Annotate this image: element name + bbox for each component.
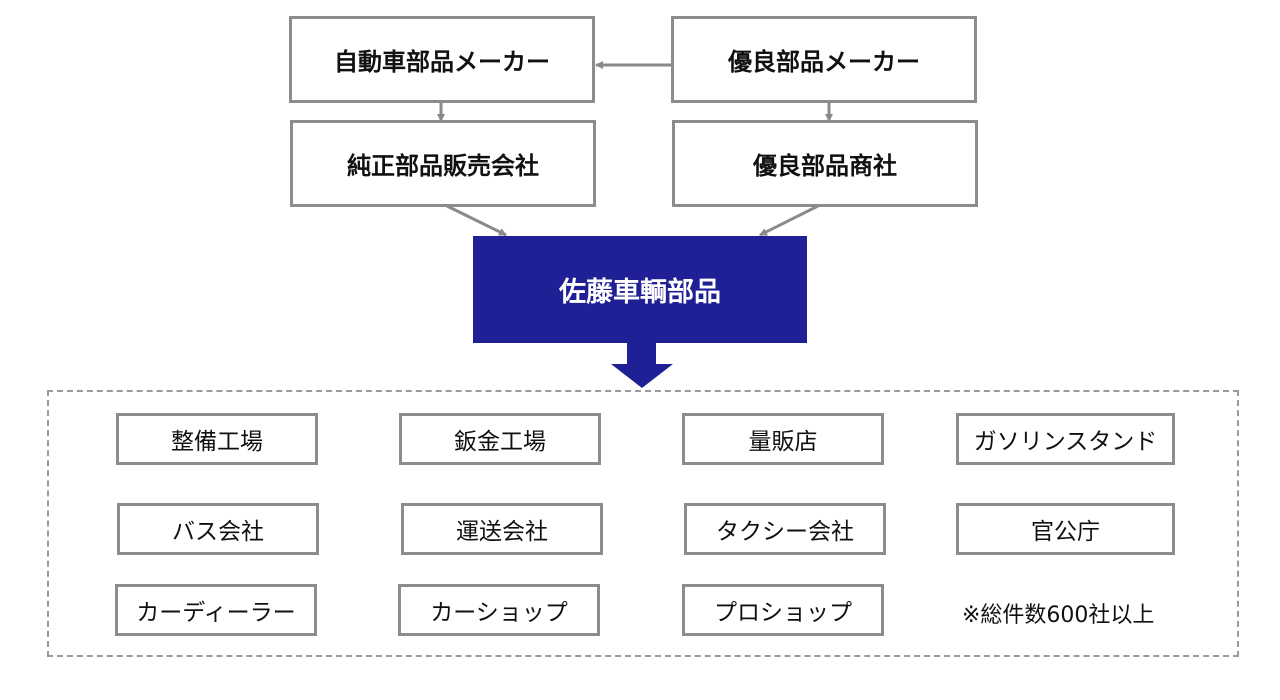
customer-box: 整備工場	[116, 413, 318, 465]
automaker-label: 自動車部品メーカー	[334, 48, 550, 76]
quality-maker-box: 優良部品メーカー	[671, 16, 977, 103]
customer-box: カーショップ	[398, 584, 600, 636]
customer-area	[47, 390, 1239, 657]
genuine-dealer-box: 純正部品販売会社	[290, 120, 596, 207]
quality-maker-label: 優良部品メーカー	[728, 48, 920, 76]
automaker-box: 自動車部品メーカー	[289, 16, 595, 103]
genuine-dealer-label: 純正部品販売会社	[347, 152, 539, 180]
customer-box: プロショップ	[682, 584, 884, 636]
customer-label: 量販店	[748, 429, 818, 455]
customer-label: 整備工場	[171, 429, 263, 455]
customer-box: タクシー会社	[684, 503, 886, 555]
customer-box: ガソリンスタンド	[956, 413, 1175, 465]
customer-box: カーディーラー	[115, 584, 317, 636]
customer-label: 官公庁	[1031, 519, 1100, 545]
customer-box: 官公庁	[956, 503, 1175, 555]
arrow-quality-trader-to-center	[759, 204, 819, 237]
customer-label: プロショップ	[714, 600, 852, 626]
center-company-label: 佐藤車輌部品	[559, 277, 721, 308]
arrow-center-to-customers	[611, 343, 673, 388]
total-count-note: ※総件数600社以上	[962, 603, 1155, 628]
customer-box: 鈑金工場	[399, 413, 601, 465]
customer-label: カーショップ	[430, 600, 568, 626]
customer-box: バス会社	[117, 503, 319, 555]
customer-box: 運送会社	[401, 503, 603, 555]
arrow-genuine-dealer-to-center	[446, 204, 507, 237]
customer-label: 運送会社	[456, 519, 548, 545]
quality-trader-box: 優良部品商社	[672, 120, 978, 207]
customer-label: バス会社	[172, 519, 264, 545]
customer-label: タクシー会社	[716, 519, 854, 545]
customer-label: ガソリンスタンド	[973, 429, 1158, 455]
center-company-box: 佐藤車輌部品	[473, 236, 807, 343]
quality-trader-label: 優良部品商社	[753, 152, 897, 180]
customer-label: 鈑金工場	[454, 429, 546, 455]
customer-box: 量販店	[682, 413, 884, 465]
customer-label: カーディーラー	[136, 600, 296, 626]
